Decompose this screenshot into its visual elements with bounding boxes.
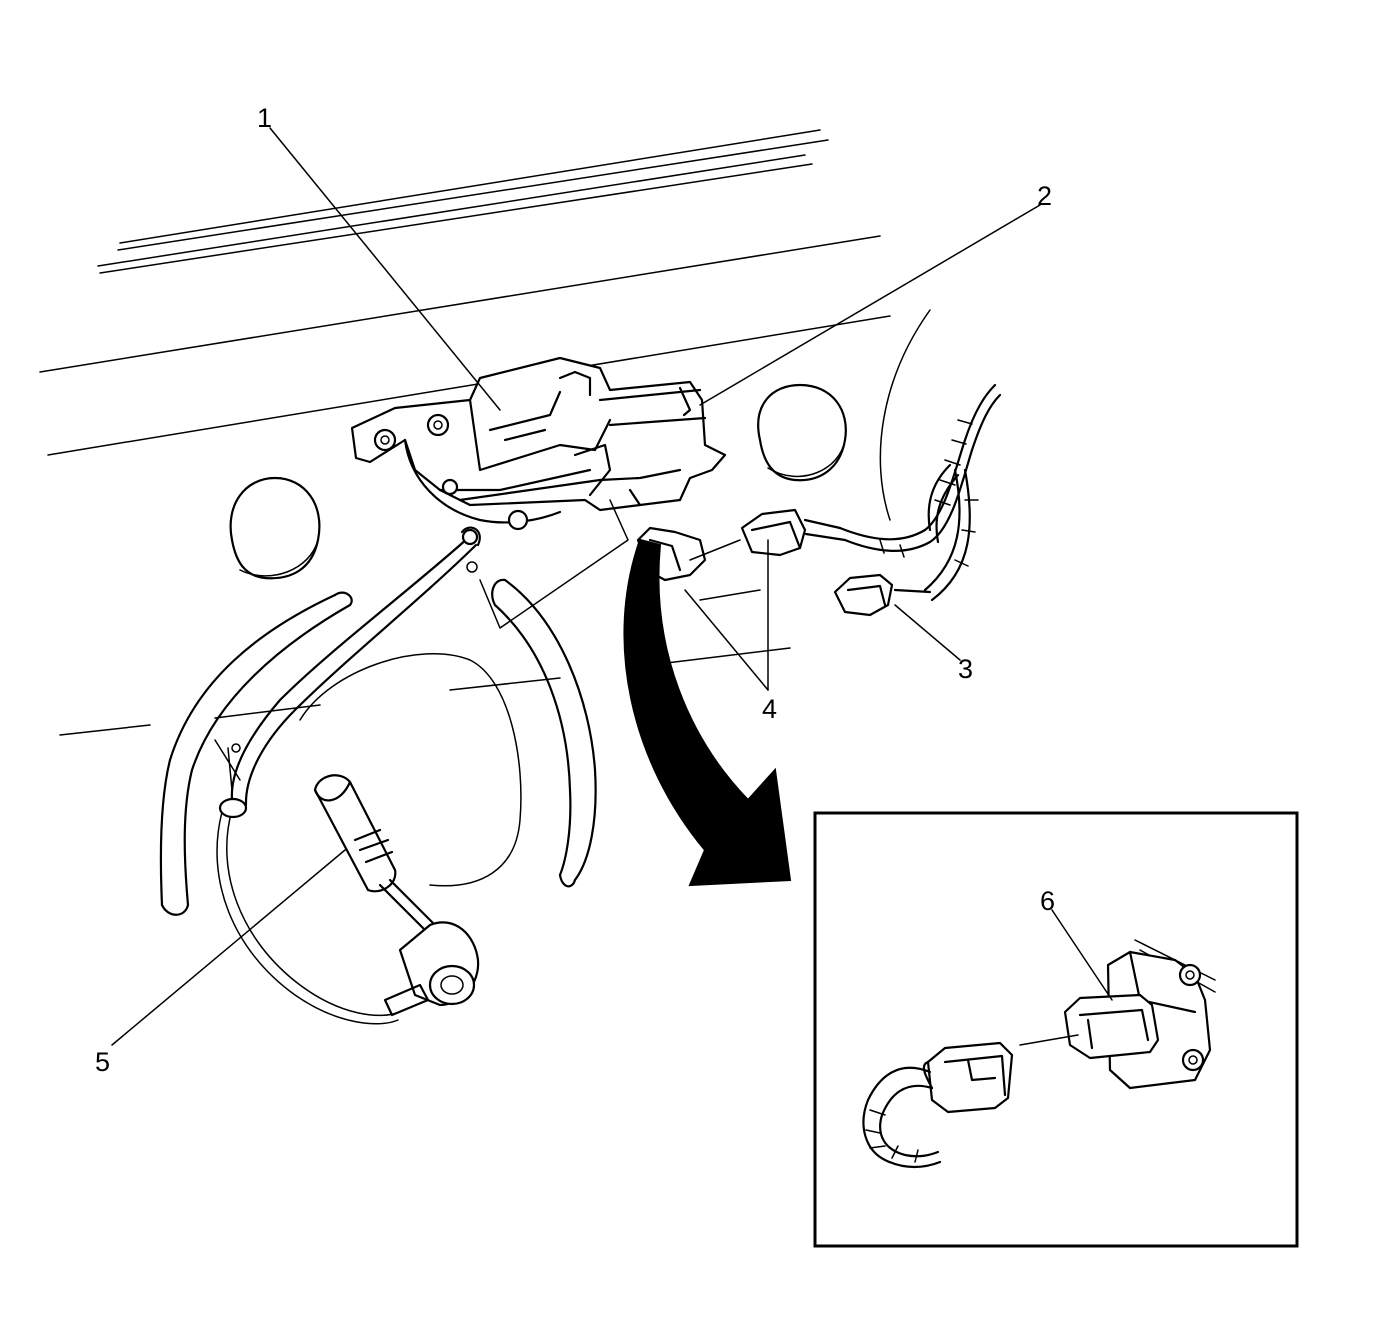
callout-3: 3 bbox=[958, 654, 973, 684]
access-holes bbox=[229, 383, 847, 580]
latch-harness-connectors bbox=[636, 508, 847, 582]
body-panel-lines bbox=[39, 129, 931, 736]
callout-labels: 1 2 3 4 5 6 bbox=[95, 103, 1055, 1077]
callout-2: 2 bbox=[1037, 181, 1052, 211]
callout-5: 5 bbox=[95, 1047, 110, 1077]
wiring-harness bbox=[833, 383, 1002, 617]
leader-lines bbox=[111, 127, 1113, 1046]
lock-cylinder-switch bbox=[313, 774, 480, 1017]
trunk-latch-assembly bbox=[350, 356, 727, 531]
trunk-seal-hoses bbox=[159, 578, 597, 916]
detail-indicator bbox=[479, 499, 792, 887]
callout-4: 4 bbox=[762, 694, 777, 724]
callout-1: 1 bbox=[257, 103, 272, 133]
callout-6: 6 bbox=[1040, 886, 1055, 916]
detail-inset bbox=[813, 811, 1299, 1248]
release-cable bbox=[214, 526, 481, 1025]
